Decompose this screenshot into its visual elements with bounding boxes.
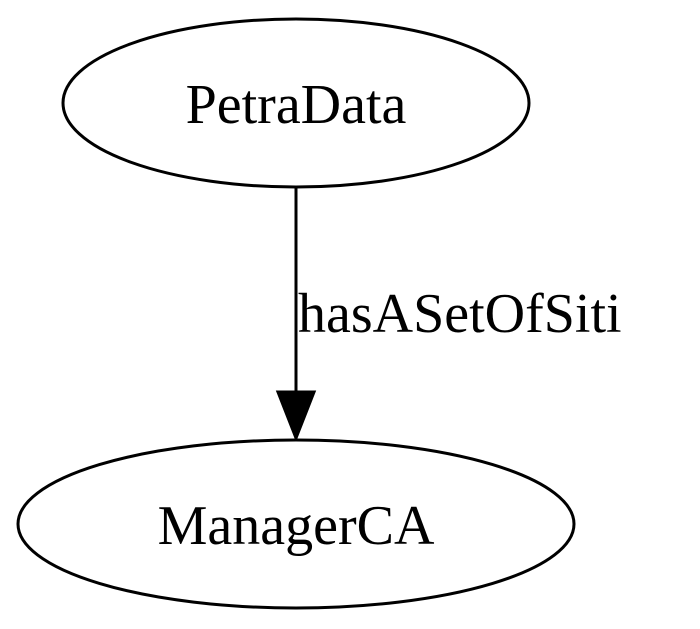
node-managerca[interactable]: ManagerCA [16, 438, 576, 610]
node-petradata-label: PetraData [186, 74, 407, 136]
edge-hasasetofsiti[interactable]: hasASetOfSiti [275, 188, 622, 443]
edge-label: hasASetOfSiti [298, 283, 622, 345]
node-petradata-ellipse [61, 17, 531, 189]
node-managerca-ellipse [16, 438, 576, 610]
node-petradata[interactable]: PetraData [61, 17, 531, 189]
node-managerca-label: ManagerCA [158, 495, 435, 557]
edge-arrowhead [275, 390, 317, 443]
